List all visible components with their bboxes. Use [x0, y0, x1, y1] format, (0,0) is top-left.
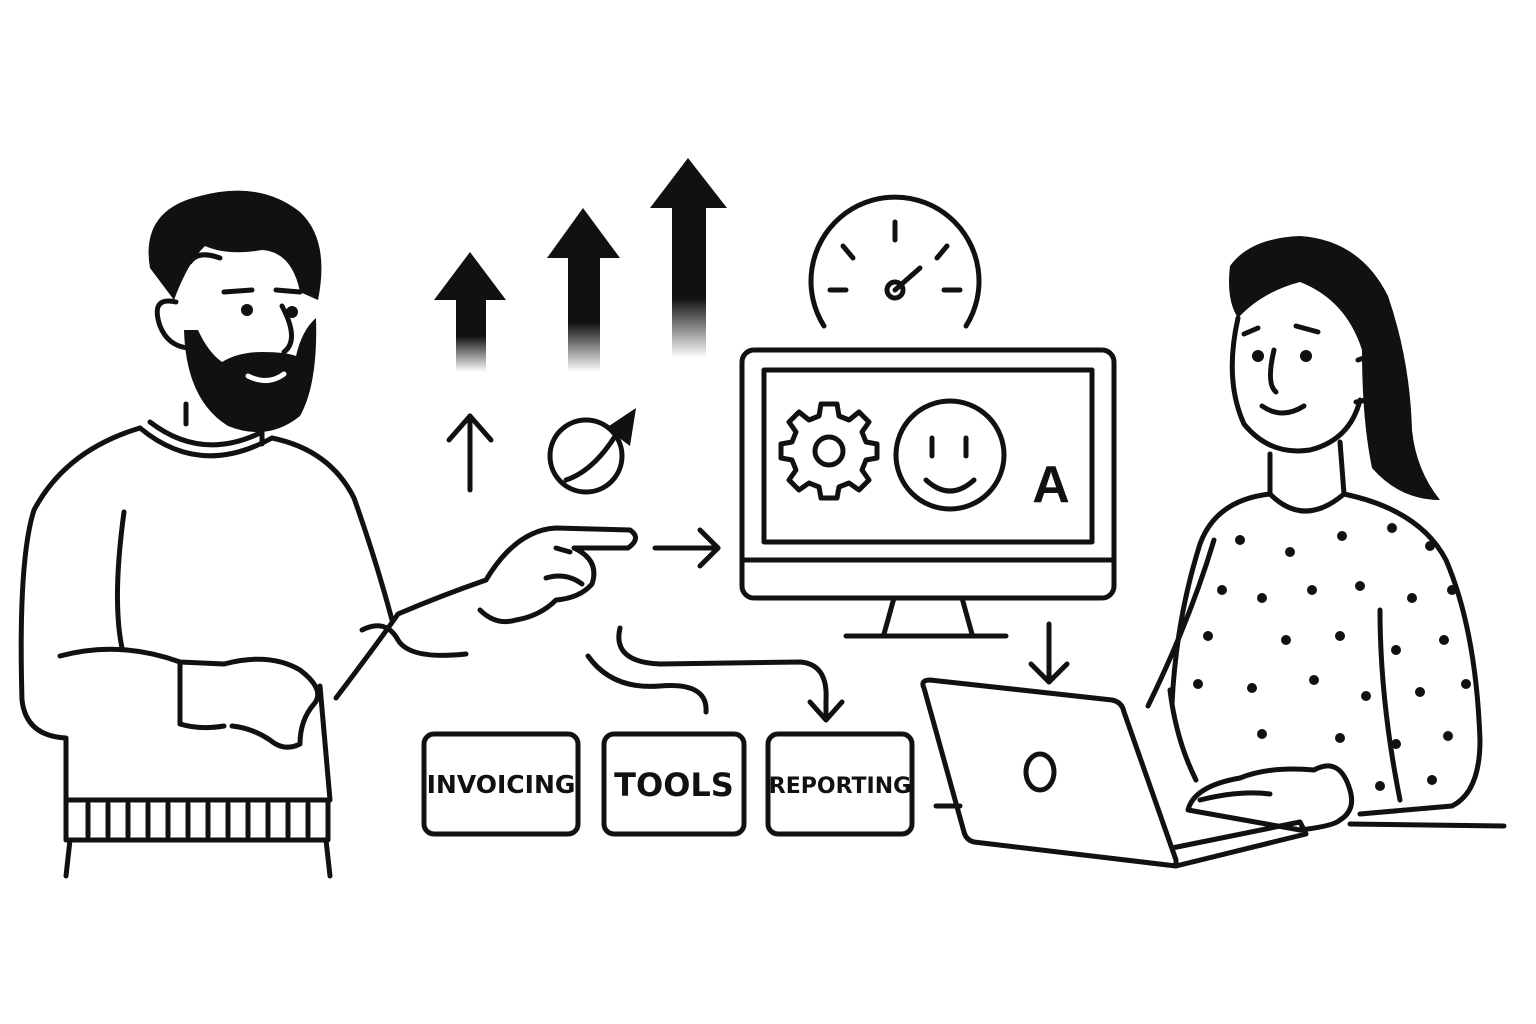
- module-invoicing[interactable]: INVOICING: [421, 731, 581, 837]
- arrow-down-icon: [1028, 621, 1070, 685]
- module-tools-label: TOOLS: [614, 766, 734, 804]
- sweater-dots: [1193, 523, 1471, 791]
- growth-arrow-icon: [650, 158, 727, 358]
- sweater-ribbing: [85, 801, 311, 839]
- speedometer-gauge-icon: [808, 194, 982, 329]
- growth-arrow-icon: [547, 208, 620, 372]
- arrow-up-icon: [446, 413, 494, 493]
- laptop-icon: [920, 677, 1309, 869]
- module-reporting[interactable]: REPORTING: [765, 731, 915, 837]
- woman-user-figure: [933, 236, 1507, 833]
- growth-arrows-group: [434, 158, 727, 372]
- gear-icon: [778, 401, 880, 501]
- man-presenter-figure: [18, 190, 638, 879]
- letter-a-icon: A: [1032, 456, 1070, 514]
- arrow-right-icon: [652, 527, 721, 569]
- growth-arrow-icon: [434, 252, 506, 372]
- module-reporting-label: REPORTING: [769, 774, 911, 799]
- refresh-cycle-icon: [547, 408, 636, 495]
- desktop-monitor: A: [739, 347, 1117, 639]
- module-invoicing-label: INVOICING: [427, 770, 576, 799]
- module-tools[interactable]: TOOLS: [601, 731, 747, 837]
- flow-connector-lines: [585, 625, 845, 723]
- smiley-face-icon: [893, 398, 1007, 512]
